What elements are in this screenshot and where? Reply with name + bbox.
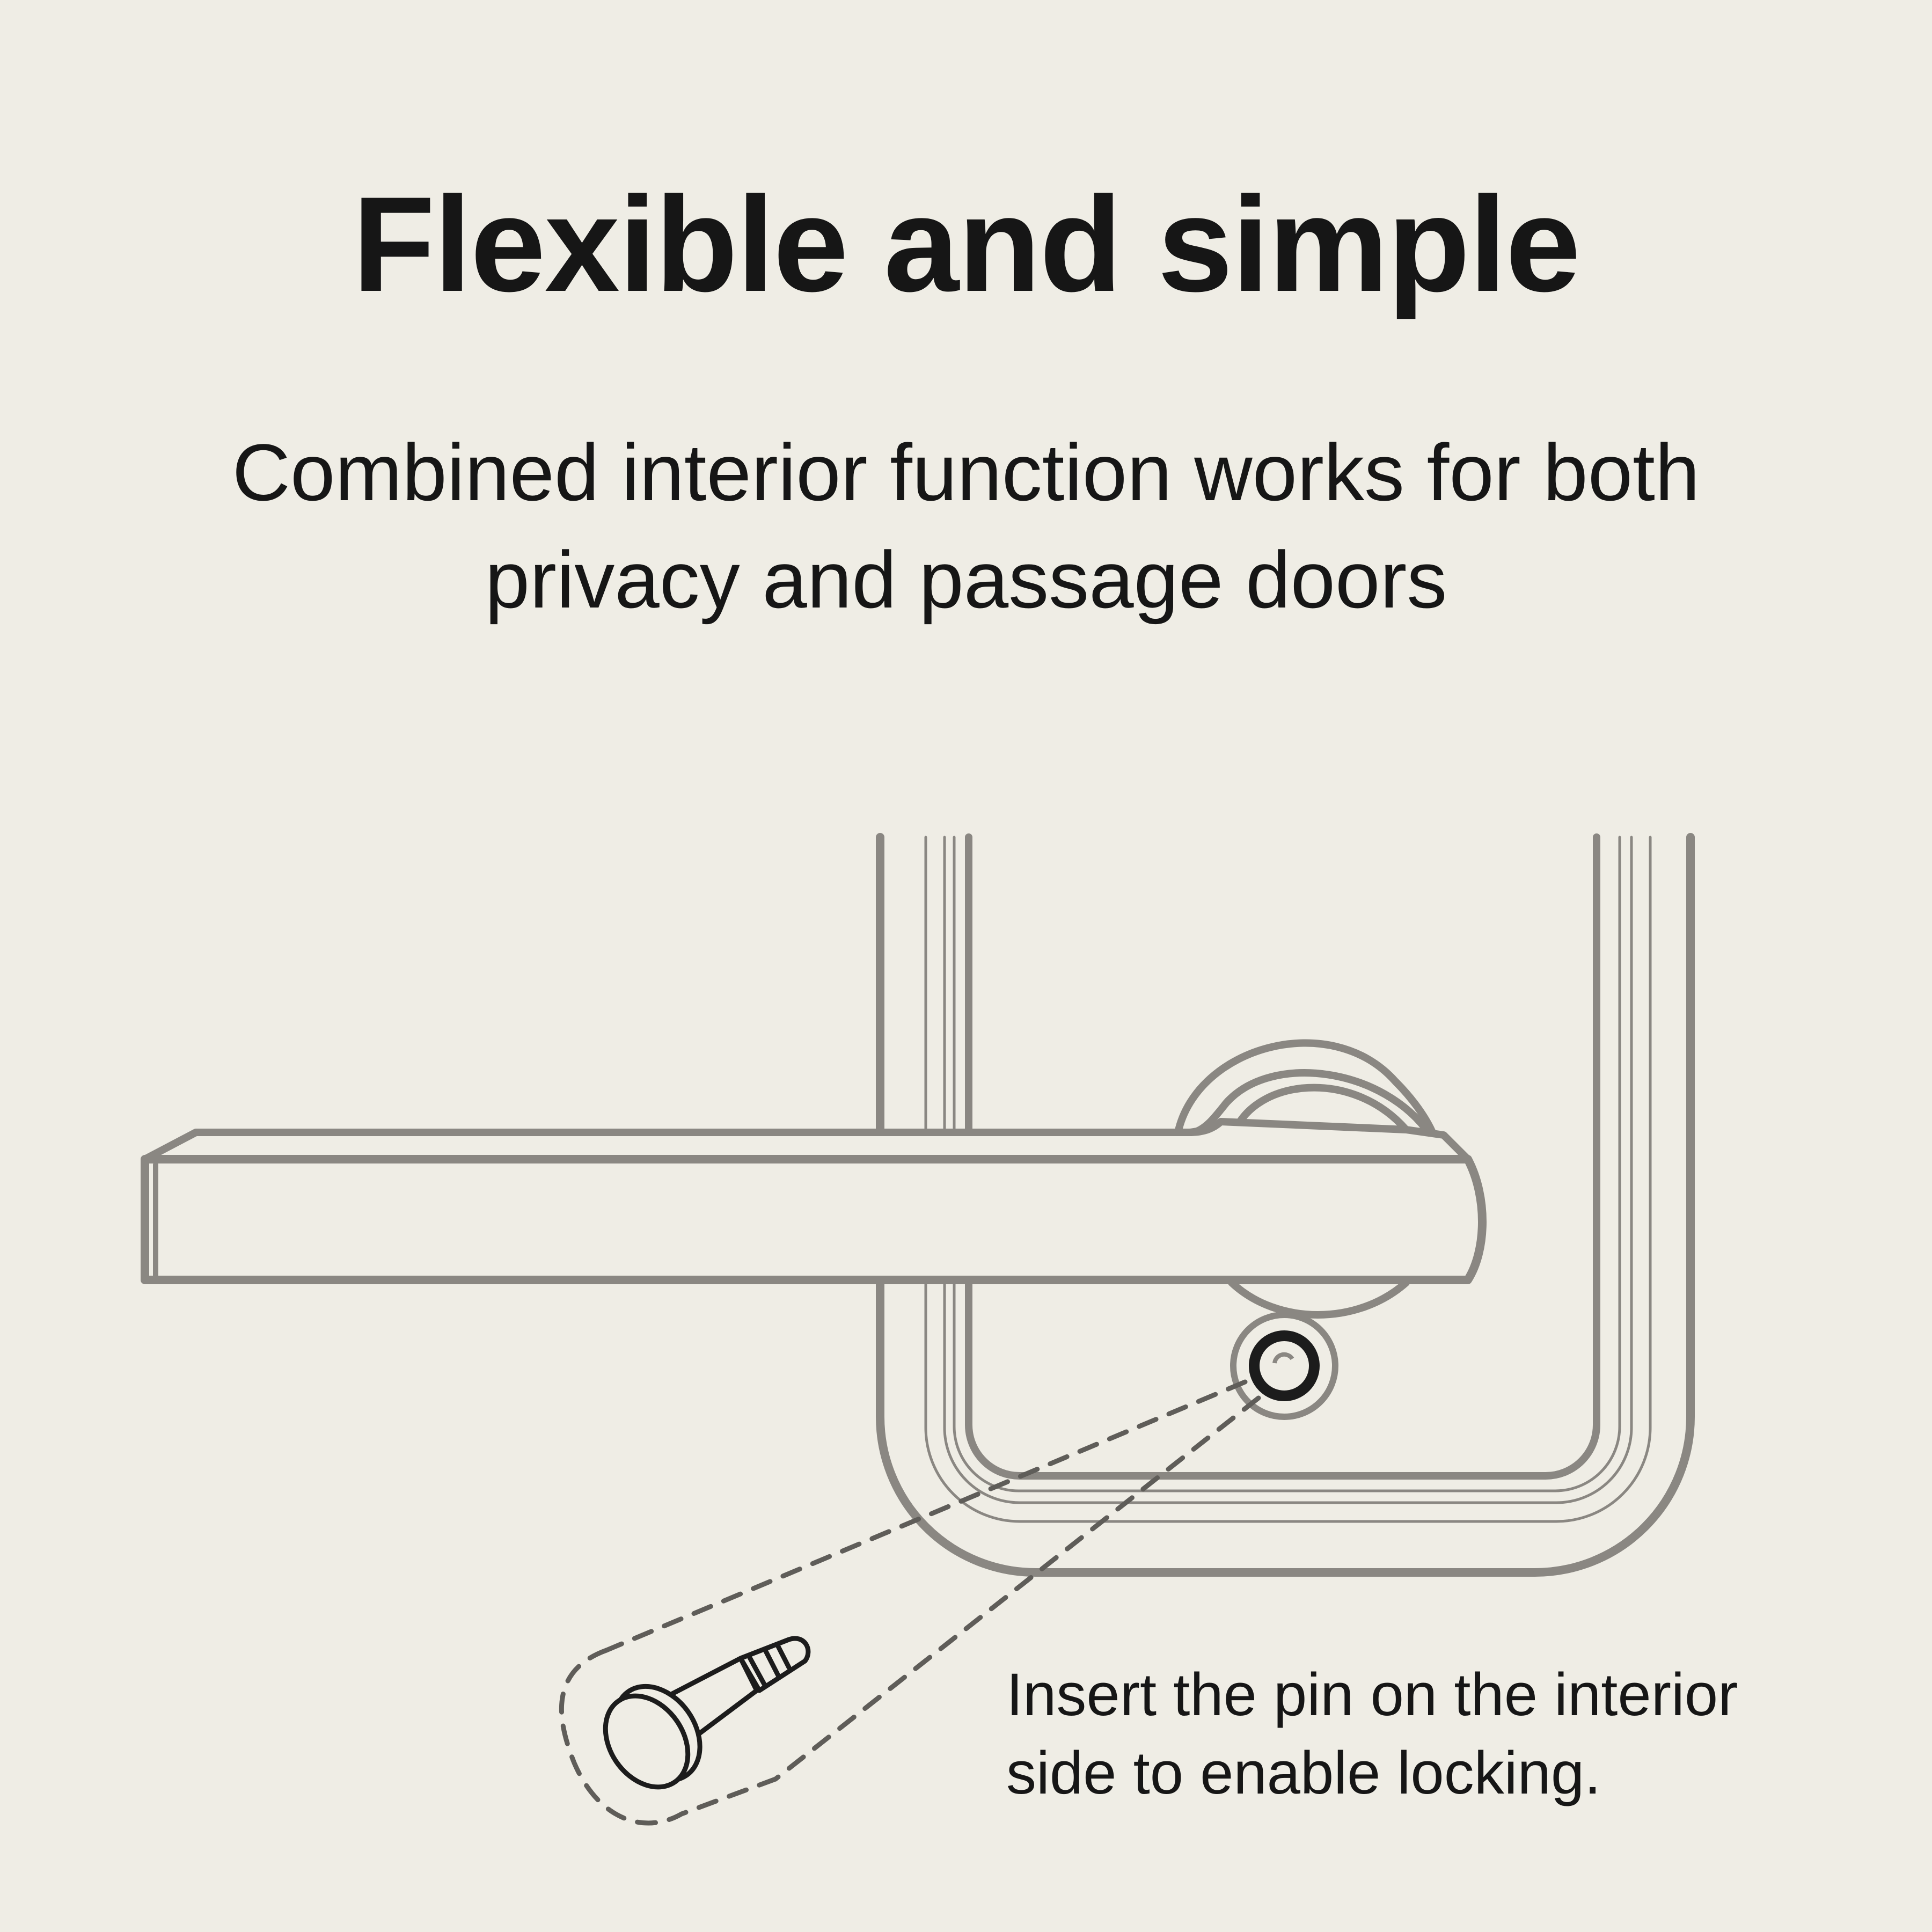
pin-hole-middle-ring (1249, 1330, 1320, 1401)
pin-ridge-1 (746, 1653, 767, 1688)
pin-ridge-3 (774, 1642, 792, 1670)
guide-line-lower (773, 1395, 1261, 1782)
backplate-groove-1 (943, 836, 1633, 1504)
pin-head-front (603, 1693, 691, 1790)
rosette-inner-arc (1231, 1084, 1410, 1136)
backplate-inner-outline (965, 833, 1600, 1480)
round-rosette-icon (1174, 1039, 1439, 1319)
subtitle-line-1: Combined interior function works for bot… (232, 427, 1700, 517)
door-lever-handle-icon (141, 1118, 1487, 1284)
page-subtitle: Combined interior function works for bot… (0, 419, 1932, 633)
guide-line-upper (604, 1379, 1248, 1653)
pin-instruction-caption: Insert the pin on the interior side to e… (1006, 1656, 1892, 1812)
caption-line-2: side to enable locking. (1006, 1739, 1601, 1806)
rosette-outer-arc (1174, 1039, 1439, 1144)
dashed-guide-lines (559, 1379, 1261, 1826)
page-title: Flexible and simple (352, 169, 1581, 320)
backplate-groove-2 (953, 836, 1621, 1492)
privacy-pin-icon (603, 1636, 811, 1790)
pin-hole-outer-ring (1230, 1312, 1338, 1420)
pin-hole-center-mark (1272, 1352, 1294, 1364)
lever-front-face (141, 1155, 1487, 1284)
caption-line-1: Insert the pin on the interior (1006, 1661, 1738, 1728)
rosette-top-shell (1177, 1069, 1434, 1139)
pin-callout-outline (559, 1648, 778, 1826)
backplate-outer-outline (876, 833, 1695, 1577)
pin-ridge-2 (762, 1646, 781, 1678)
rosette-lower-arc (1228, 1279, 1410, 1319)
subtitle-line-2: privacy and passage doors (485, 535, 1447, 625)
door-backplate-icon (876, 833, 1695, 1577)
privacy-pin-hole-icon (1230, 1312, 1338, 1420)
lever-top-face (141, 1118, 1472, 1163)
backplate-groove-3 (924, 836, 1652, 1523)
